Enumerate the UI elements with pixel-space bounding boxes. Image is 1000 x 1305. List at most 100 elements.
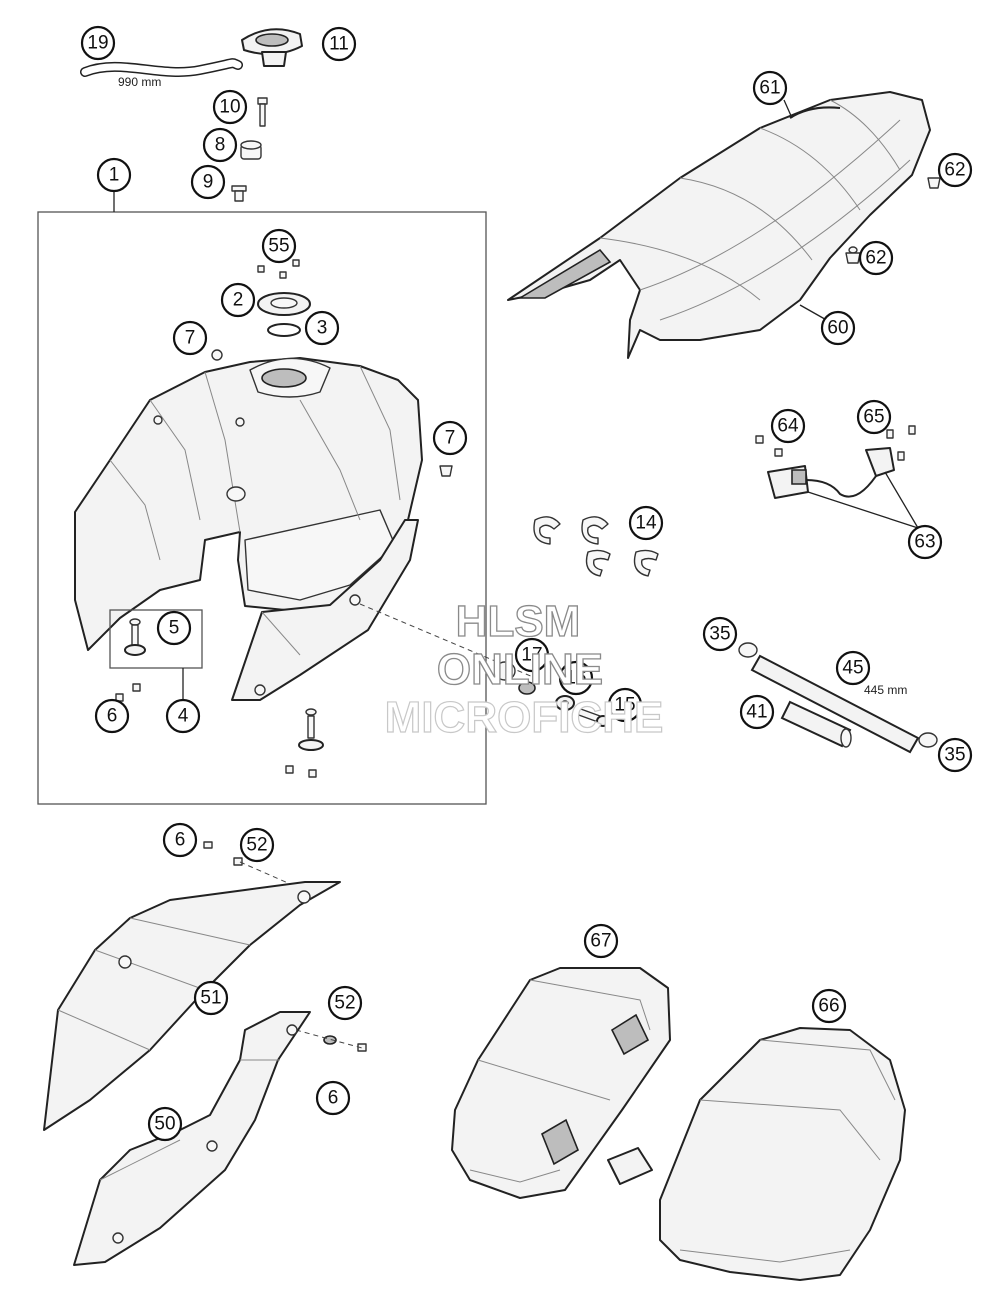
callout-2: 2 [220, 282, 256, 318]
svg-text:7: 7 [445, 428, 456, 449]
svg-text:16: 16 [565, 668, 586, 689]
svg-text:14: 14 [635, 513, 657, 534]
callout-5: 5 [156, 610, 192, 646]
callout-35-right: 35 [937, 737, 973, 773]
callout-11: 11 [321, 26, 357, 62]
svg-text:52: 52 [246, 835, 267, 856]
fuel-tank-group-box [37, 211, 487, 805]
callout-41: 41 [739, 694, 775, 730]
saddlebag-66 [659, 1027, 906, 1281]
nut-7-right [439, 465, 453, 477]
clamp-35-left [738, 642, 758, 658]
callout-52-upper: 52 [239, 827, 275, 863]
callout-17: 17 [514, 637, 550, 673]
side-panel-51 [43, 881, 341, 1131]
callout-6-upper: 6 [162, 822, 198, 858]
callout-7-left: 7 [172, 320, 208, 356]
callout-60: 60 [820, 310, 856, 346]
callout-4: 4 [165, 698, 201, 734]
callout-52-lower: 52 [327, 985, 363, 1021]
callout-7-right: 7 [432, 420, 468, 456]
svg-text:1: 1 [109, 165, 120, 186]
svg-text:7: 7 [185, 328, 196, 349]
fuel-tank [74, 357, 423, 651]
svg-text:51: 51 [200, 988, 221, 1009]
svg-text:9: 9 [203, 172, 214, 193]
tank-flange-2 [257, 292, 311, 316]
svg-text:52: 52 [334, 993, 355, 1014]
callout-1: 1 [96, 157, 132, 193]
fuel-cap-11 [241, 28, 303, 67]
callout-14: 14 [628, 505, 664, 541]
hose-45 [750, 654, 920, 754]
o-ring-3 [267, 323, 301, 337]
callout-3: 3 [304, 310, 340, 346]
rubber-bushing-17 [494, 661, 536, 695]
callout-55: 55 [261, 228, 297, 264]
callout-63: 63 [907, 524, 943, 560]
tank-lower-cover [231, 519, 419, 701]
seat-60 [507, 91, 931, 359]
screws-6-tank [115, 683, 141, 702]
callout-35-left: 35 [702, 616, 738, 652]
callout-66: 66 [811, 988, 847, 1024]
clamp-35-right [918, 732, 938, 748]
svg-text:2: 2 [233, 290, 244, 311]
callout-50: 50 [147, 1106, 183, 1142]
callout-6-lower: 6 [315, 1080, 351, 1116]
svg-text:6: 6 [328, 1088, 339, 1109]
saddlebag-67 [451, 967, 671, 1199]
svg-text:65: 65 [863, 407, 884, 428]
svg-text:8: 8 [215, 135, 226, 156]
callout-61: 61 [752, 70, 788, 106]
svg-text:55: 55 [268, 236, 289, 257]
svg-text:17: 17 [521, 645, 542, 666]
bushing-8 [240, 140, 262, 160]
screws-55 [257, 259, 300, 279]
callout-62-lower: 62 [858, 240, 894, 276]
hose-41 [780, 700, 852, 748]
svg-text:50: 50 [154, 1114, 175, 1135]
sleeve-9 [231, 185, 247, 202]
washer-16 [555, 695, 575, 711]
svg-text:63: 63 [914, 532, 935, 553]
svg-text:62: 62 [944, 160, 965, 181]
svg-text:41: 41 [746, 702, 767, 723]
grommet-62-lower [845, 246, 861, 264]
svg-text:64: 64 [777, 416, 799, 437]
callout-65: 65 [856, 399, 892, 435]
svg-text:60: 60 [827, 318, 848, 339]
svg-text:61: 61 [759, 78, 780, 99]
nut-7-left [211, 349, 223, 361]
callout-8: 8 [202, 127, 238, 163]
svg-text:10: 10 [219, 97, 240, 118]
svg-text:4: 4 [178, 706, 189, 727]
side-panel-50 [73, 1011, 311, 1266]
svg-text:45: 45 [842, 658, 863, 679]
bolt-10 [257, 97, 268, 127]
screws-6-upper [203, 841, 243, 866]
callout-64: 64 [770, 408, 806, 444]
svg-text:5: 5 [169, 618, 180, 639]
seat-strap-61 [789, 106, 841, 119]
svg-text:15: 15 [614, 695, 635, 716]
svg-text:67: 67 [590, 931, 611, 952]
callout-62-upper: 62 [937, 152, 973, 188]
callout-51: 51 [193, 980, 229, 1016]
fuel-valve-5 [124, 618, 146, 656]
callout-6-tank: 6 [94, 698, 130, 734]
hose-19 [80, 58, 243, 77]
svg-text:35: 35 [709, 624, 730, 645]
svg-text:6: 6 [175, 830, 186, 851]
svg-text:66: 66 [818, 996, 839, 1017]
callout-10: 10 [212, 89, 248, 125]
svg-text:3: 3 [317, 318, 328, 339]
valve-subgroup-box [109, 609, 203, 669]
callout-9: 9 [190, 164, 226, 200]
watermark-line-1: HLSM [456, 597, 581, 646]
svg-text:11: 11 [329, 34, 349, 55]
callout-67: 67 [583, 923, 619, 959]
hose-19-length: 990 mm [118, 75, 161, 89]
callout-19: 19 [80, 25, 116, 61]
